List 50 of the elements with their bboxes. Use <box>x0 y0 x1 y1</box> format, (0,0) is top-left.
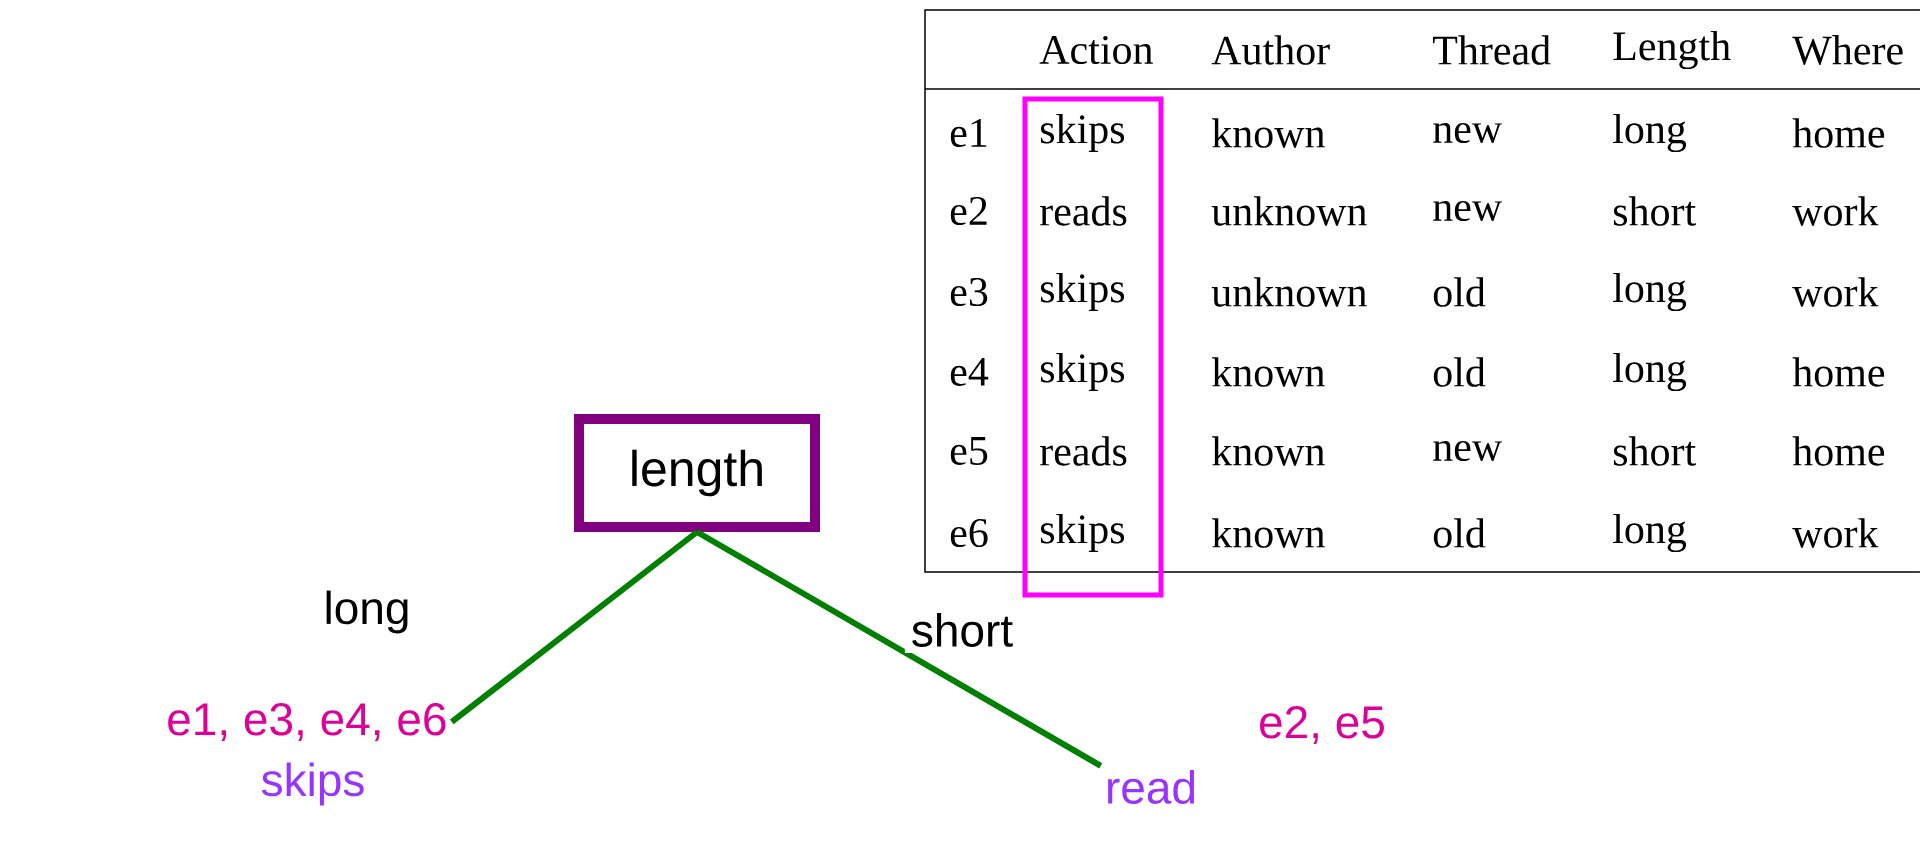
example-list: e2, e5 <box>1260 706 1384 744</box>
table-cell: known <box>1212 118 1325 148</box>
table-cell: home <box>1792 357 1885 387</box>
column-header: Action <box>1039 35 1153 65</box>
example-list: e1, e3, e4, e6 <box>168 703 446 741</box>
column-header: Author <box>1211 35 1330 65</box>
column-header: Where <box>1792 35 1903 65</box>
class-label: skips <box>261 762 364 806</box>
table-cell: reads <box>1040 436 1127 466</box>
table-cell: work <box>1792 196 1879 226</box>
table-cell: long <box>1613 352 1687 392</box>
table-cell: known <box>1212 436 1325 466</box>
table-cell: known <box>1212 518 1325 548</box>
column-header: Thread <box>1432 35 1551 65</box>
table-cell: short <box>1613 196 1696 226</box>
row-label: e4 <box>950 357 989 386</box>
table-cell: old <box>1433 277 1486 307</box>
class-label: read <box>1108 770 1195 804</box>
table-cell: long <box>1613 513 1687 553</box>
table-cell: skips <box>1040 272 1125 312</box>
table-cell: old <box>1433 518 1486 548</box>
table-cell: known <box>1212 357 1325 387</box>
branch-line <box>695 529 1103 769</box>
row-label: e3 <box>950 277 988 307</box>
table-cell: skips <box>1040 113 1125 153</box>
table-cell: skips <box>1040 513 1125 553</box>
table-cell: new <box>1433 440 1502 462</box>
table-cell: unknown <box>1211 196 1367 226</box>
table-cell: long <box>1613 272 1687 312</box>
table-cell: home <box>1792 118 1885 148</box>
column-header: Length <box>1613 30 1731 70</box>
row-label: e5 <box>950 437 988 465</box>
split-node-box: length <box>574 414 820 532</box>
row-label: e2 <box>950 196 987 226</box>
table-cell: unknown <box>1211 277 1367 307</box>
table-cell: short <box>1613 436 1696 466</box>
edge-label: long <box>317 584 417 640</box>
table-cell: new <box>1433 200 1502 222</box>
table-cell: skips <box>1040 352 1125 392</box>
table-cell: work <box>1792 518 1879 548</box>
table-cell: reads <box>1040 196 1127 226</box>
row-label: e1 <box>950 118 987 148</box>
branch-line <box>449 529 699 725</box>
table-cell: new <box>1433 122 1502 144</box>
table-cell: home <box>1792 436 1885 466</box>
edge-label: short <box>904 607 1020 653</box>
table-cell: long <box>1613 113 1687 153</box>
table-cell: old <box>1433 357 1486 387</box>
table-cell: work <box>1792 277 1879 307</box>
row-label: e6 <box>950 518 988 548</box>
